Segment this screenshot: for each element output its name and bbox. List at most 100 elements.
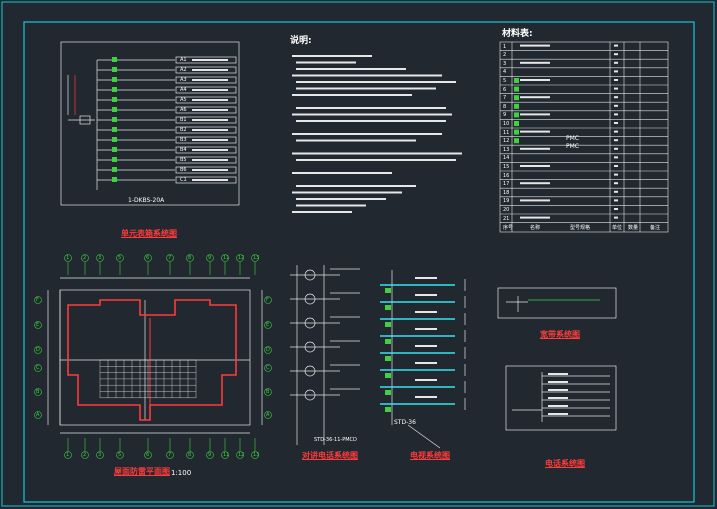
tv-floor-note (415, 311, 437, 313)
telephone-note (548, 397, 568, 399)
table-unit-text (614, 165, 618, 167)
note-line (296, 159, 456, 161)
axis-label-top: 13 (253, 255, 260, 261)
axis-bubble-left (34, 321, 42, 329)
table-row-number: 21 (503, 215, 510, 222)
axis-bubble-bottom (221, 451, 229, 459)
table-row-number: 1 (503, 43, 507, 50)
table-cell-text (520, 130, 550, 133)
breaker-symbol (112, 167, 117, 172)
breaker-symbol (112, 147, 117, 152)
axis-bubble-bottom (64, 451, 72, 459)
axis-bubble-left (34, 296, 42, 304)
axis-label-top: 2 (83, 255, 87, 261)
circuit-box (175, 166, 237, 174)
table-cell-text (520, 61, 550, 64)
circuit-label: A2 (180, 67, 187, 73)
tv-floor-note (415, 328, 437, 330)
notes-text-block (292, 55, 462, 213)
axis-label-top: 3 (98, 255, 102, 261)
circuit-label: B5 (180, 157, 187, 163)
axis-label-left: A (36, 412, 40, 418)
note-line (296, 87, 436, 90)
axis-label-top: 1 (66, 255, 70, 261)
axis-label-bottom: 7 (168, 452, 172, 458)
table-row-number: 5 (503, 78, 507, 84)
circuit-spec (192, 169, 228, 171)
note-line (292, 94, 412, 96)
table-unit-text (614, 199, 618, 202)
axis-label-bottom: 5 (118, 452, 122, 458)
table-row-number: 11 (503, 129, 510, 136)
table-unit-text (614, 87, 618, 90)
roof-plan-title: 屋面防雷平面图 (114, 467, 170, 476)
axis-bubble-top (236, 254, 244, 262)
note-line (296, 81, 456, 83)
axis-bubble-top (251, 254, 259, 262)
note-line (292, 55, 372, 57)
table-cell-text (520, 182, 550, 185)
tv-leader (407, 424, 441, 449)
table-row-number: 16 (503, 172, 510, 179)
legend-symbol (514, 95, 519, 101)
axis-bubble-top (186, 254, 194, 262)
tv-floor-note (415, 345, 437, 347)
tv-splitter-symbol (385, 373, 391, 378)
table-row-number: 12 (503, 138, 510, 145)
intercom-system-diagram (290, 265, 360, 445)
axis-bubble-right (264, 388, 272, 396)
table-unit-text (614, 53, 618, 56)
note-line (292, 211, 352, 213)
circuit-label: A6 (180, 107, 187, 113)
tv-splitter-symbol (385, 288, 391, 293)
axis-label-right: A (266, 412, 270, 418)
axis-label-left: B (36, 389, 40, 395)
circuit-label: C1 (180, 177, 187, 183)
breaker-symbol (112, 107, 117, 112)
axis-bubble-bottom (251, 451, 259, 459)
table-unit-text (614, 208, 618, 210)
legend-symbol (514, 86, 519, 92)
circuit-box (175, 66, 237, 74)
broadband-title: 宽带系统图 (540, 330, 580, 339)
circuit-box (175, 106, 237, 114)
telephone-title: 电话系统图 (545, 459, 585, 468)
axis-label-left: F (36, 297, 39, 303)
table-footer-cell: 备注 (650, 225, 661, 231)
table-unit-text (614, 61, 618, 64)
circuit-label: A5 (180, 97, 187, 103)
axis-label-bottom: 2 (83, 452, 87, 458)
axis-bubble-left (34, 388, 42, 396)
notes-title: 说明: (290, 36, 312, 46)
intercom-title: 对讲电话系统图 (302, 451, 358, 460)
axis-bubble-bottom (144, 451, 152, 459)
breaker-symbol (112, 137, 117, 142)
tv-splitter-symbol (385, 339, 391, 344)
circuit-label: A3 (180, 77, 187, 83)
axis-label-top: 6 (146, 255, 150, 261)
table-unit-text (614, 182, 618, 185)
circuit-spec (192, 139, 228, 141)
table-footer-cell: 数量 (628, 225, 639, 231)
legend-symbol (514, 78, 519, 83)
tv-floor-note (415, 396, 437, 398)
legend-symbol (514, 112, 519, 118)
circuit-spec (192, 179, 228, 181)
table-row-number: 14 (503, 155, 510, 162)
telephone-note (548, 389, 568, 391)
note-line (296, 204, 366, 207)
circuit-box (175, 176, 237, 184)
note-line (296, 120, 446, 122)
breaker-symbol (112, 157, 117, 162)
legend-symbol (514, 121, 519, 126)
axis-label-bottom: 8 (188, 452, 192, 458)
axis-bubble-right (264, 296, 272, 304)
note-line (292, 152, 462, 155)
note-line (292, 74, 442, 77)
note-line (296, 107, 446, 109)
table-footer-cell: 序号 (503, 225, 514, 231)
circuit-label: B3 (180, 137, 187, 143)
circuit-spec (192, 59, 228, 61)
axis-label-right: B (266, 389, 270, 395)
